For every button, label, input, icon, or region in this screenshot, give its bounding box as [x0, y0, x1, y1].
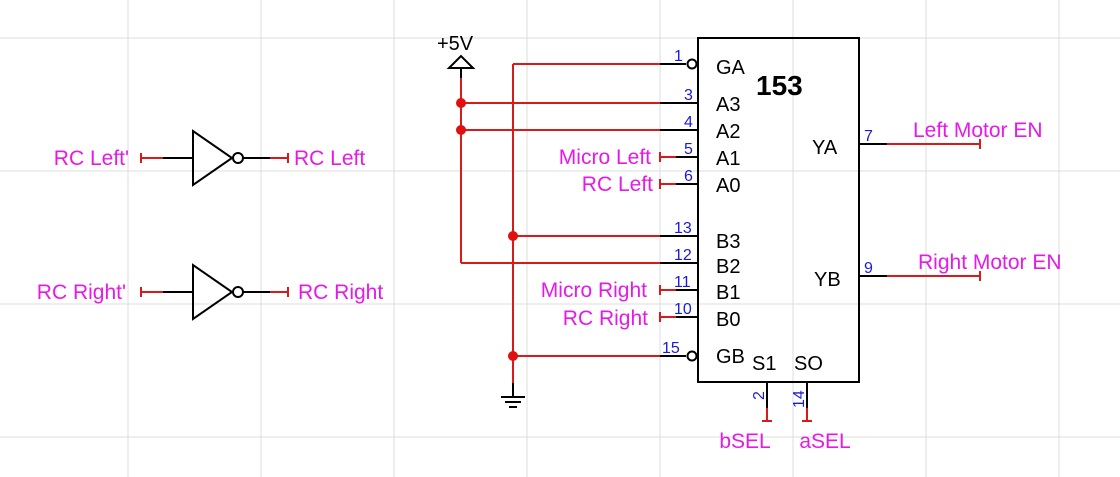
net-label-left-motor-en: Left Motor EN — [913, 119, 1043, 142]
pin-number: 3 — [684, 87, 693, 104]
pin-name: A2 — [716, 121, 740, 143]
pin-name: YB — [814, 269, 841, 291]
pin-name: B1 — [716, 282, 740, 304]
inverter-2-output-label: RC Right — [298, 281, 383, 304]
junction-dot-icon — [456, 98, 466, 108]
wiring — [456, 63, 686, 383]
pin-name: B3 — [716, 231, 740, 253]
junction-dot-icon — [508, 231, 518, 241]
net-label-rc-right: RC Right — [563, 307, 648, 330]
net-label-micro-right: Micro Right — [541, 279, 647, 302]
pin-number: 14 — [791, 390, 808, 408]
net-label-asel: aSEL — [799, 430, 850, 453]
pin-number: 12 — [674, 247, 692, 264]
supply-arrow-icon — [446, 54, 476, 69]
pin-name: B0 — [716, 309, 740, 331]
inverter-2-triangle-icon — [192, 263, 234, 321]
supply-voltage-label: +5V — [437, 33, 474, 55]
pin-name: A0 — [716, 175, 740, 197]
junction-dot-icon — [508, 351, 518, 361]
net-label-right-motor-en: Right Motor EN — [918, 251, 1062, 274]
pin-number: 7 — [864, 128, 873, 145]
pin-number: 11 — [674, 274, 691, 291]
pin-15-inversion-bubble-icon — [686, 350, 698, 362]
chip-153[interactable]: 153 1 3 4 5 6 13 12 11 10 15 GA A3 A2 A1… — [660, 37, 887, 408]
inverter-1[interactable]: RC Left' RC Left — [54, 129, 366, 187]
pin-number: 10 — [674, 301, 692, 318]
pin-name: GB — [716, 346, 745, 368]
chip-output-nets: Left Motor EN Right Motor EN — [887, 119, 1062, 281]
pin-number: 9 — [864, 260, 873, 277]
chip-title: 153 — [756, 70, 803, 101]
pin-number: 6 — [684, 168, 693, 185]
ground-symbol[interactable] — [501, 383, 525, 408]
chip-input-nets: Micro Left RC Left Micro Right RC Right — [541, 146, 676, 330]
junction-dot-icon — [456, 125, 466, 135]
pin-name: YA — [812, 137, 838, 159]
power-supply[interactable]: +5V — [437, 33, 476, 78]
inverter-1-triangle-icon — [192, 129, 234, 187]
pin-name: A1 — [716, 148, 740, 170]
net-label-bsel: bSEL — [719, 430, 770, 453]
pin-name: A3 — [716, 94, 740, 116]
inverter-1-bubble-icon — [232, 152, 244, 164]
inverter-2[interactable]: RC Right' RC Right — [37, 263, 384, 321]
net-label-rc-left: RC Left — [582, 173, 653, 196]
chip-body[interactable] — [697, 37, 860, 383]
inverter-2-input-label: RC Right' — [37, 281, 126, 304]
pin-number: 13 — [674, 220, 692, 237]
pin-name: S1 — [752, 353, 776, 375]
net-label-micro-left: Micro Left — [559, 146, 651, 169]
inverter-1-input-label: RC Left' — [54, 147, 129, 170]
pin-name: SO — [794, 353, 823, 375]
inverter-2-bubble-icon — [232, 286, 244, 298]
pin-number: 5 — [684, 141, 693, 158]
inverter-1-output-label: RC Left — [294, 147, 365, 170]
pin-number: 15 — [662, 340, 680, 357]
pin-number: 4 — [684, 114, 693, 131]
pin-name: GA — [716, 57, 746, 79]
pin-number: 2 — [751, 391, 768, 400]
select-nets: bSEL aSEL — [719, 408, 851, 453]
pin-name: B2 — [716, 256, 740, 278]
pin-1-inversion-bubble-icon — [686, 58, 698, 70]
pin-number: 1 — [674, 48, 683, 65]
